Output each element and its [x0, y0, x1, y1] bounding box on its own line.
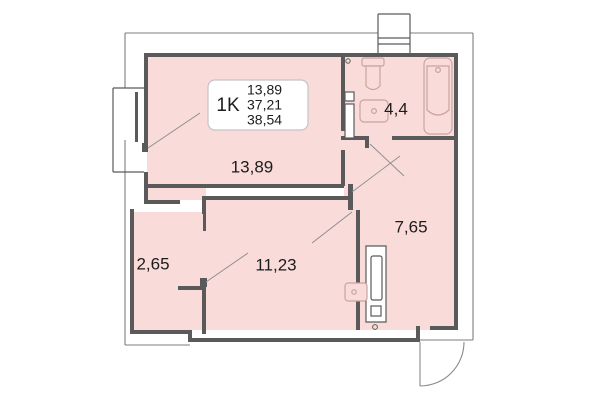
bedroom-area	[206, 200, 360, 330]
door-openings	[200, 205, 465, 387]
balcony-top	[377, 13, 411, 53]
balcony-window	[135, 92, 138, 142]
washbasin-icon	[359, 99, 389, 123]
bathroom-fixtures	[344, 57, 453, 139]
label-living-room: 13,89	[231, 157, 274, 176]
entrance-door-arc	[419, 341, 465, 387]
building-outline	[124, 32, 474, 346]
label-bedroom: 11,23	[255, 255, 296, 274]
badge-type-label: 1K	[216, 95, 240, 116]
bathroom-corner-marker	[345, 58, 351, 64]
kitchen-fixtures	[344, 245, 387, 330]
badge-area-total: 38,54	[247, 112, 282, 128]
balcony-door-marker	[142, 143, 148, 152]
leader-lines	[147, 112, 405, 283]
hall-door-marker	[203, 205, 206, 231]
towel-rail-icon	[344, 91, 355, 139]
kitchen-corner-marker	[372, 324, 378, 330]
room-labels: 13,89 4,4 7,65 11,23 2,65	[136, 99, 427, 274]
badge-area-room: 13,89	[247, 82, 282, 98]
label-hall: 2,65	[136, 254, 169, 273]
badge-area-living: 37,21	[247, 97, 282, 113]
bathtub-icon	[423, 57, 453, 135]
bedroom-door-marker	[200, 278, 207, 287]
label-kitchen: 7,65	[394, 217, 427, 236]
kitchen-stove-icon	[370, 305, 382, 317]
badge-background	[207, 79, 309, 131]
bedroom-alcove-area	[180, 286, 206, 330]
label-bathroom: 4,4	[384, 99, 408, 118]
balcony-left	[112, 87, 148, 173]
kitchen-sink-icon	[370, 255, 383, 301]
toilet-icon	[361, 57, 385, 91]
apartment-info-badge: 1K 13,89 37,21 38,54	[207, 79, 309, 131]
